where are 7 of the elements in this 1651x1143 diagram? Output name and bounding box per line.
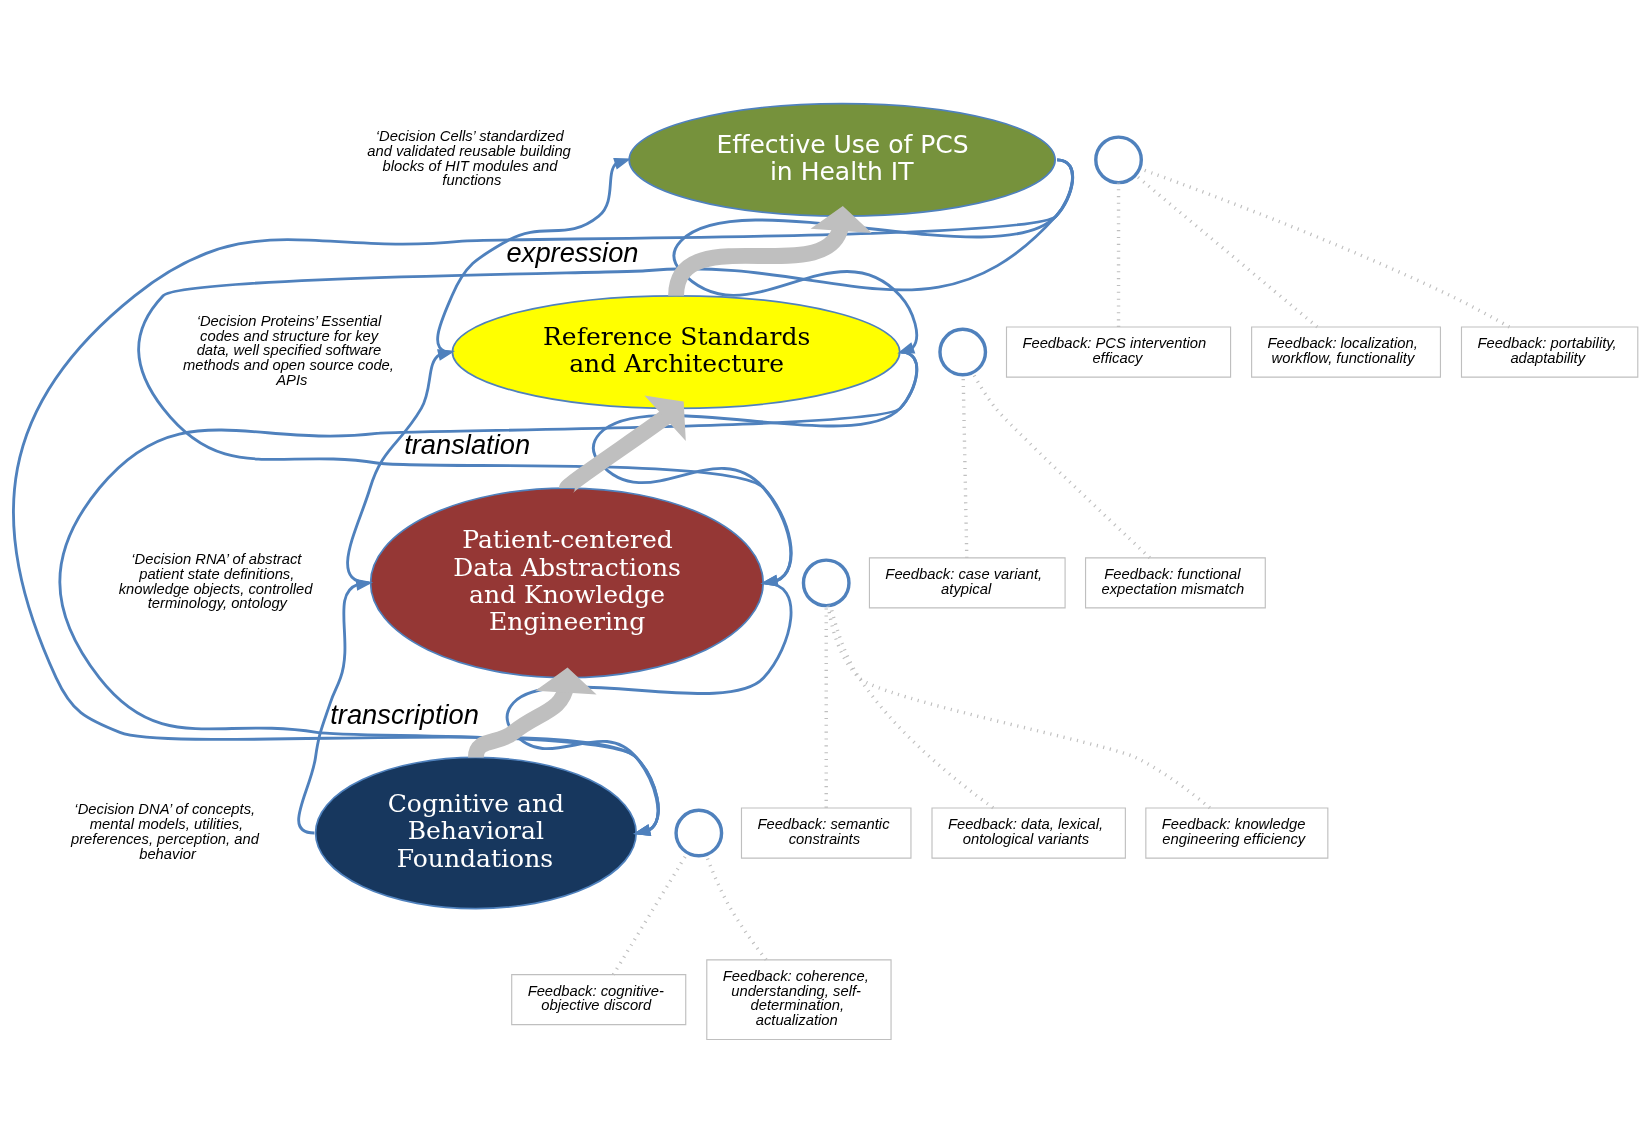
label: ‘Decision DNA’ of concepts, mental models, utilities, preferences, perception, and behavior (70, 801, 259, 862)
label: ‘Decision Proteins’ Essential codes and structure for key data, well specified software methods and open source code, APIs (182, 312, 394, 388)
edge-label: expression (506, 236, 639, 268)
label: ‘Decision RNA’ of abstract patient state definitions, knowledge objects, controlled terminology, ontology (118, 551, 313, 612)
edge-label: transcription (330, 698, 479, 730)
edge-label: translation (404, 429, 531, 461)
label: ‘Decision Cells’ standardized and validated reusable building blocks of HIT modules and functions (367, 127, 571, 189)
